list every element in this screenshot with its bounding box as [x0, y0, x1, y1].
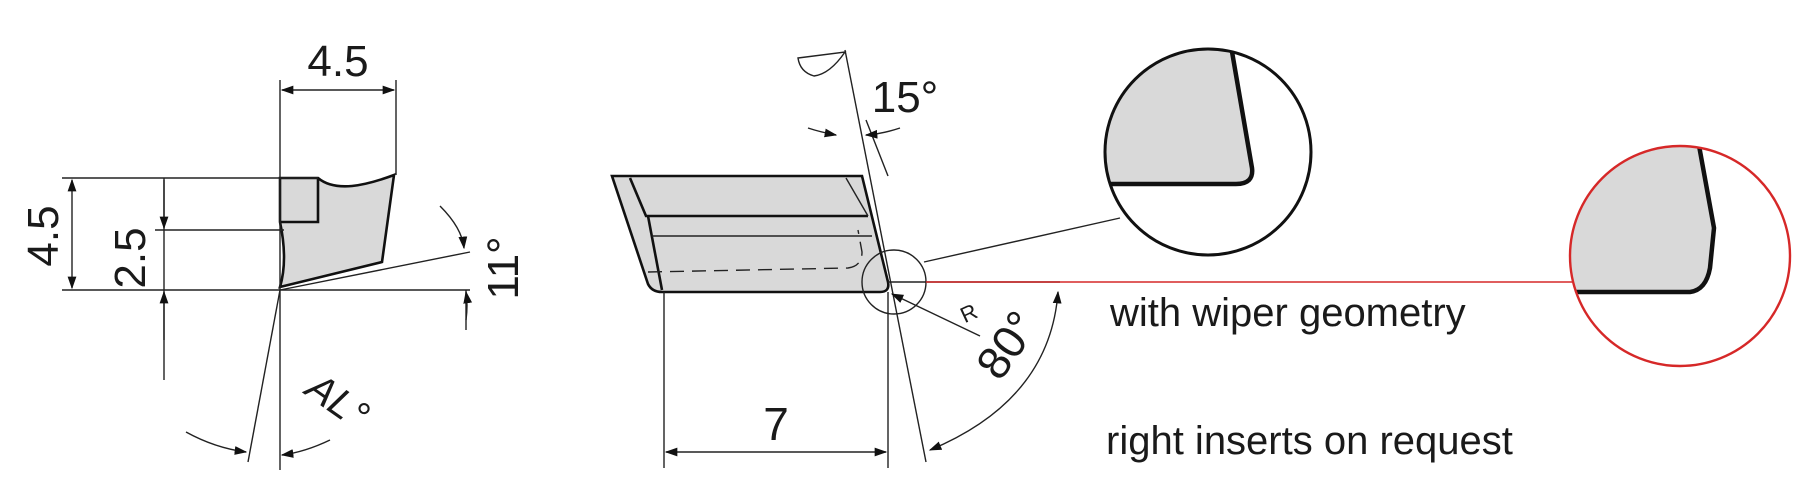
- side-view-clearance-angle-label: 11°: [479, 236, 528, 299]
- front-view-rake-angle-label: 15°: [872, 73, 939, 122]
- wiper-geometry-note: with wiper geometry: [1109, 291, 1466, 335]
- side-view: 4.5 4.5 2.5 11° AL°: [19, 37, 528, 470]
- front-view-insert-body: [610, 174, 890, 294]
- standard-corner-detail: [923, 47, 1313, 263]
- side-view-height-label: 4.5: [19, 205, 68, 266]
- right-inserts-note: right inserts on request: [1106, 419, 1513, 463]
- front-view: 15° 7 R 80°: [610, 49, 1062, 468]
- standard-corner-circle: [1103, 47, 1313, 257]
- front-view-radius-label: R: [956, 299, 981, 328]
- side-view-insert-body: [278, 173, 396, 289]
- side-view-cut-height-label: 2.5: [106, 227, 155, 288]
- side-view-relief-angle-label: AL°: [297, 364, 377, 438]
- wiper-corner-circle: [1568, 144, 1792, 368]
- front-view-length-label: 7: [763, 398, 789, 450]
- side-view-width-label: 4.5: [307, 37, 368, 86]
